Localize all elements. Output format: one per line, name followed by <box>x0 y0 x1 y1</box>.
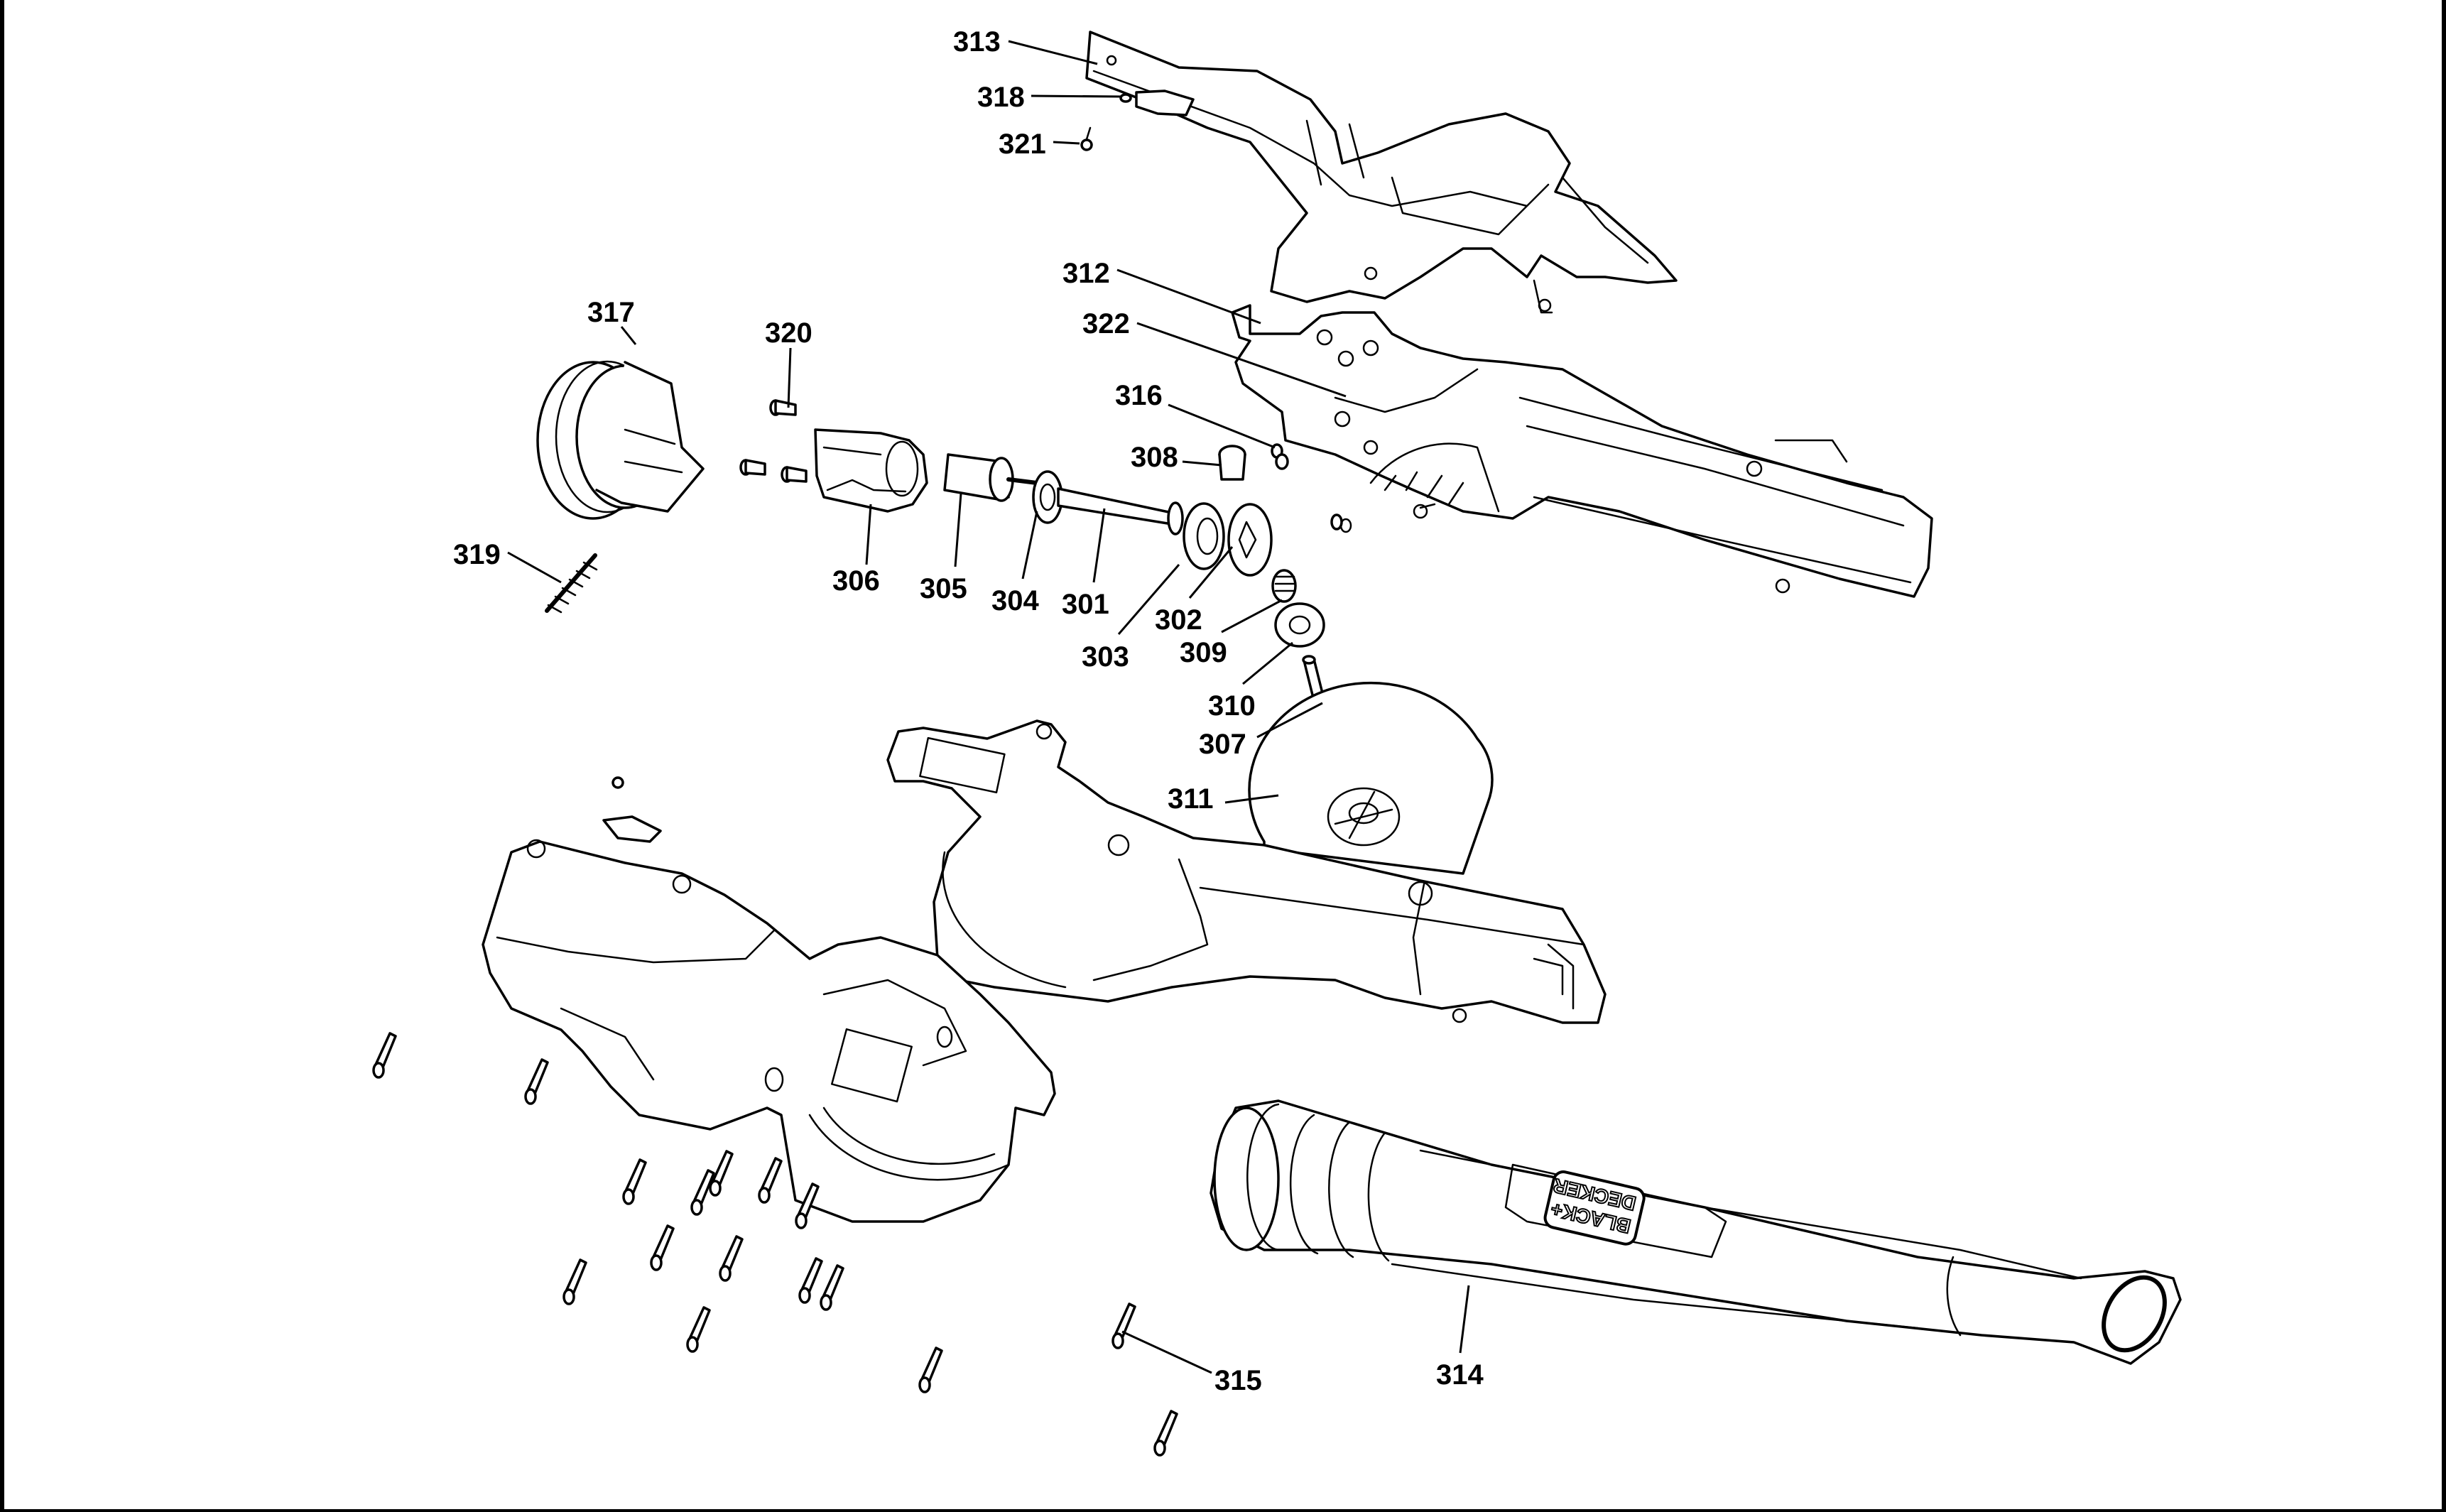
part-latch-duplicate <box>602 776 662 843</box>
leader-319 <box>507 551 562 584</box>
callout-321: 321 <box>999 129 1046 160</box>
callout-302: 302 <box>1155 604 1202 636</box>
callout-309: 309 <box>1180 637 1227 668</box>
leader-309 <box>1221 599 1283 633</box>
leader-lines <box>507 40 1470 1374</box>
screw-icon <box>798 1257 823 1304</box>
screw-icon <box>622 1158 647 1205</box>
part-320-pins <box>739 399 808 483</box>
leader-322 <box>1136 322 1347 398</box>
screw-icon <box>686 1306 711 1353</box>
callout-303: 303 <box>1082 641 1129 673</box>
callout-308: 308 <box>1131 442 1178 473</box>
leader-320 <box>787 347 792 408</box>
screw-icon <box>709 1150 734 1197</box>
callout-318: 318 <box>977 82 1025 113</box>
leader-311 <box>1224 794 1279 804</box>
screw-icon <box>820 1264 844 1311</box>
callout-311: 311 <box>1168 783 1214 815</box>
part-316-pins <box>1271 443 1343 531</box>
part-309-pinion-gear <box>1271 569 1297 603</box>
callout-304: 304 <box>991 585 1039 616</box>
leader-302 <box>1188 546 1234 599</box>
frame-border-left <box>0 0 4 1512</box>
part-312-lower-housing <box>1231 304 1933 598</box>
frame-border-right <box>2442 0 2446 1512</box>
callout-307: 307 <box>1199 729 1246 760</box>
screw-icon <box>650 1224 675 1271</box>
part-305-motor <box>943 453 1014 502</box>
leader-304 <box>1021 511 1038 580</box>
callout-319: 319 <box>453 539 501 570</box>
callout-labels: 313 318 321 312 322 317 320 316 308 319 … <box>453 26 1484 1396</box>
part-318-latch <box>1119 89 1195 116</box>
screw-icon <box>795 1182 820 1229</box>
leader-305 <box>954 493 962 567</box>
part-left-housing-half <box>482 839 1056 1223</box>
callout-316: 316 <box>1115 380 1163 411</box>
screw-icon <box>372 1032 397 1079</box>
screw-icon <box>690 1169 715 1216</box>
part-303-bearing <box>1183 502 1225 570</box>
leader-314 <box>1459 1285 1470 1354</box>
frame-border-bottom <box>0 1509 2446 1512</box>
callout-320: 320 <box>765 317 812 349</box>
leader-321 <box>1053 141 1080 145</box>
callout-312: 312 <box>1062 258 1110 289</box>
leader-303 <box>1117 564 1180 635</box>
part-308-sleeve <box>1218 445 1246 481</box>
screw-icon <box>1153 1410 1178 1457</box>
screw-icon <box>1111 1302 1136 1349</box>
leader-315 <box>1121 1330 1212 1374</box>
leader-317 <box>620 326 637 345</box>
callout-315: 315 <box>1214 1365 1262 1396</box>
leader-307 <box>1256 702 1323 739</box>
screw-icon <box>758 1157 783 1204</box>
part-blower-body <box>886 719 1607 1024</box>
part-311-fan <box>1248 681 1494 875</box>
leader-310 <box>1242 641 1293 685</box>
callout-310: 310 <box>1208 690 1256 722</box>
leader-313 <box>1008 40 1098 65</box>
part-313-upper-housing <box>1085 31 1678 314</box>
brand-logo: BLACK+ DECKER <box>1543 1170 1646 1246</box>
leader-306 <box>865 504 872 565</box>
screw-icon <box>918 1347 943 1393</box>
part-306-motor-housing <box>814 428 928 513</box>
leader-308 <box>1182 460 1222 467</box>
callout-306: 306 <box>832 565 880 597</box>
callout-313: 313 <box>953 26 1001 58</box>
callout-317: 317 <box>587 297 635 328</box>
callout-301: 301 <box>1062 589 1109 620</box>
leader-301 <box>1092 508 1106 583</box>
leader-312 <box>1116 268 1261 325</box>
part-314-blower-tube: BLACK+ DECKER <box>1210 1099 2182 1365</box>
callout-314: 314 <box>1436 1359 1484 1391</box>
screw-icon <box>562 1258 587 1305</box>
part-315-screws <box>372 1032 1178 1457</box>
leader-318 <box>1031 94 1123 98</box>
part-317-inlet-cover <box>536 360 705 520</box>
part-319-spring <box>545 553 598 614</box>
leader-316 <box>1168 403 1276 449</box>
callout-322: 322 <box>1082 308 1130 339</box>
screw-icon <box>719 1235 744 1282</box>
part-321-screw <box>1080 126 1093 151</box>
part-310-bearing <box>1274 602 1325 648</box>
screw-icon <box>524 1058 549 1105</box>
part-302-bevel-gear <box>1227 503 1273 577</box>
part-301-shaft <box>1057 487 1184 535</box>
callout-305: 305 <box>920 573 967 604</box>
